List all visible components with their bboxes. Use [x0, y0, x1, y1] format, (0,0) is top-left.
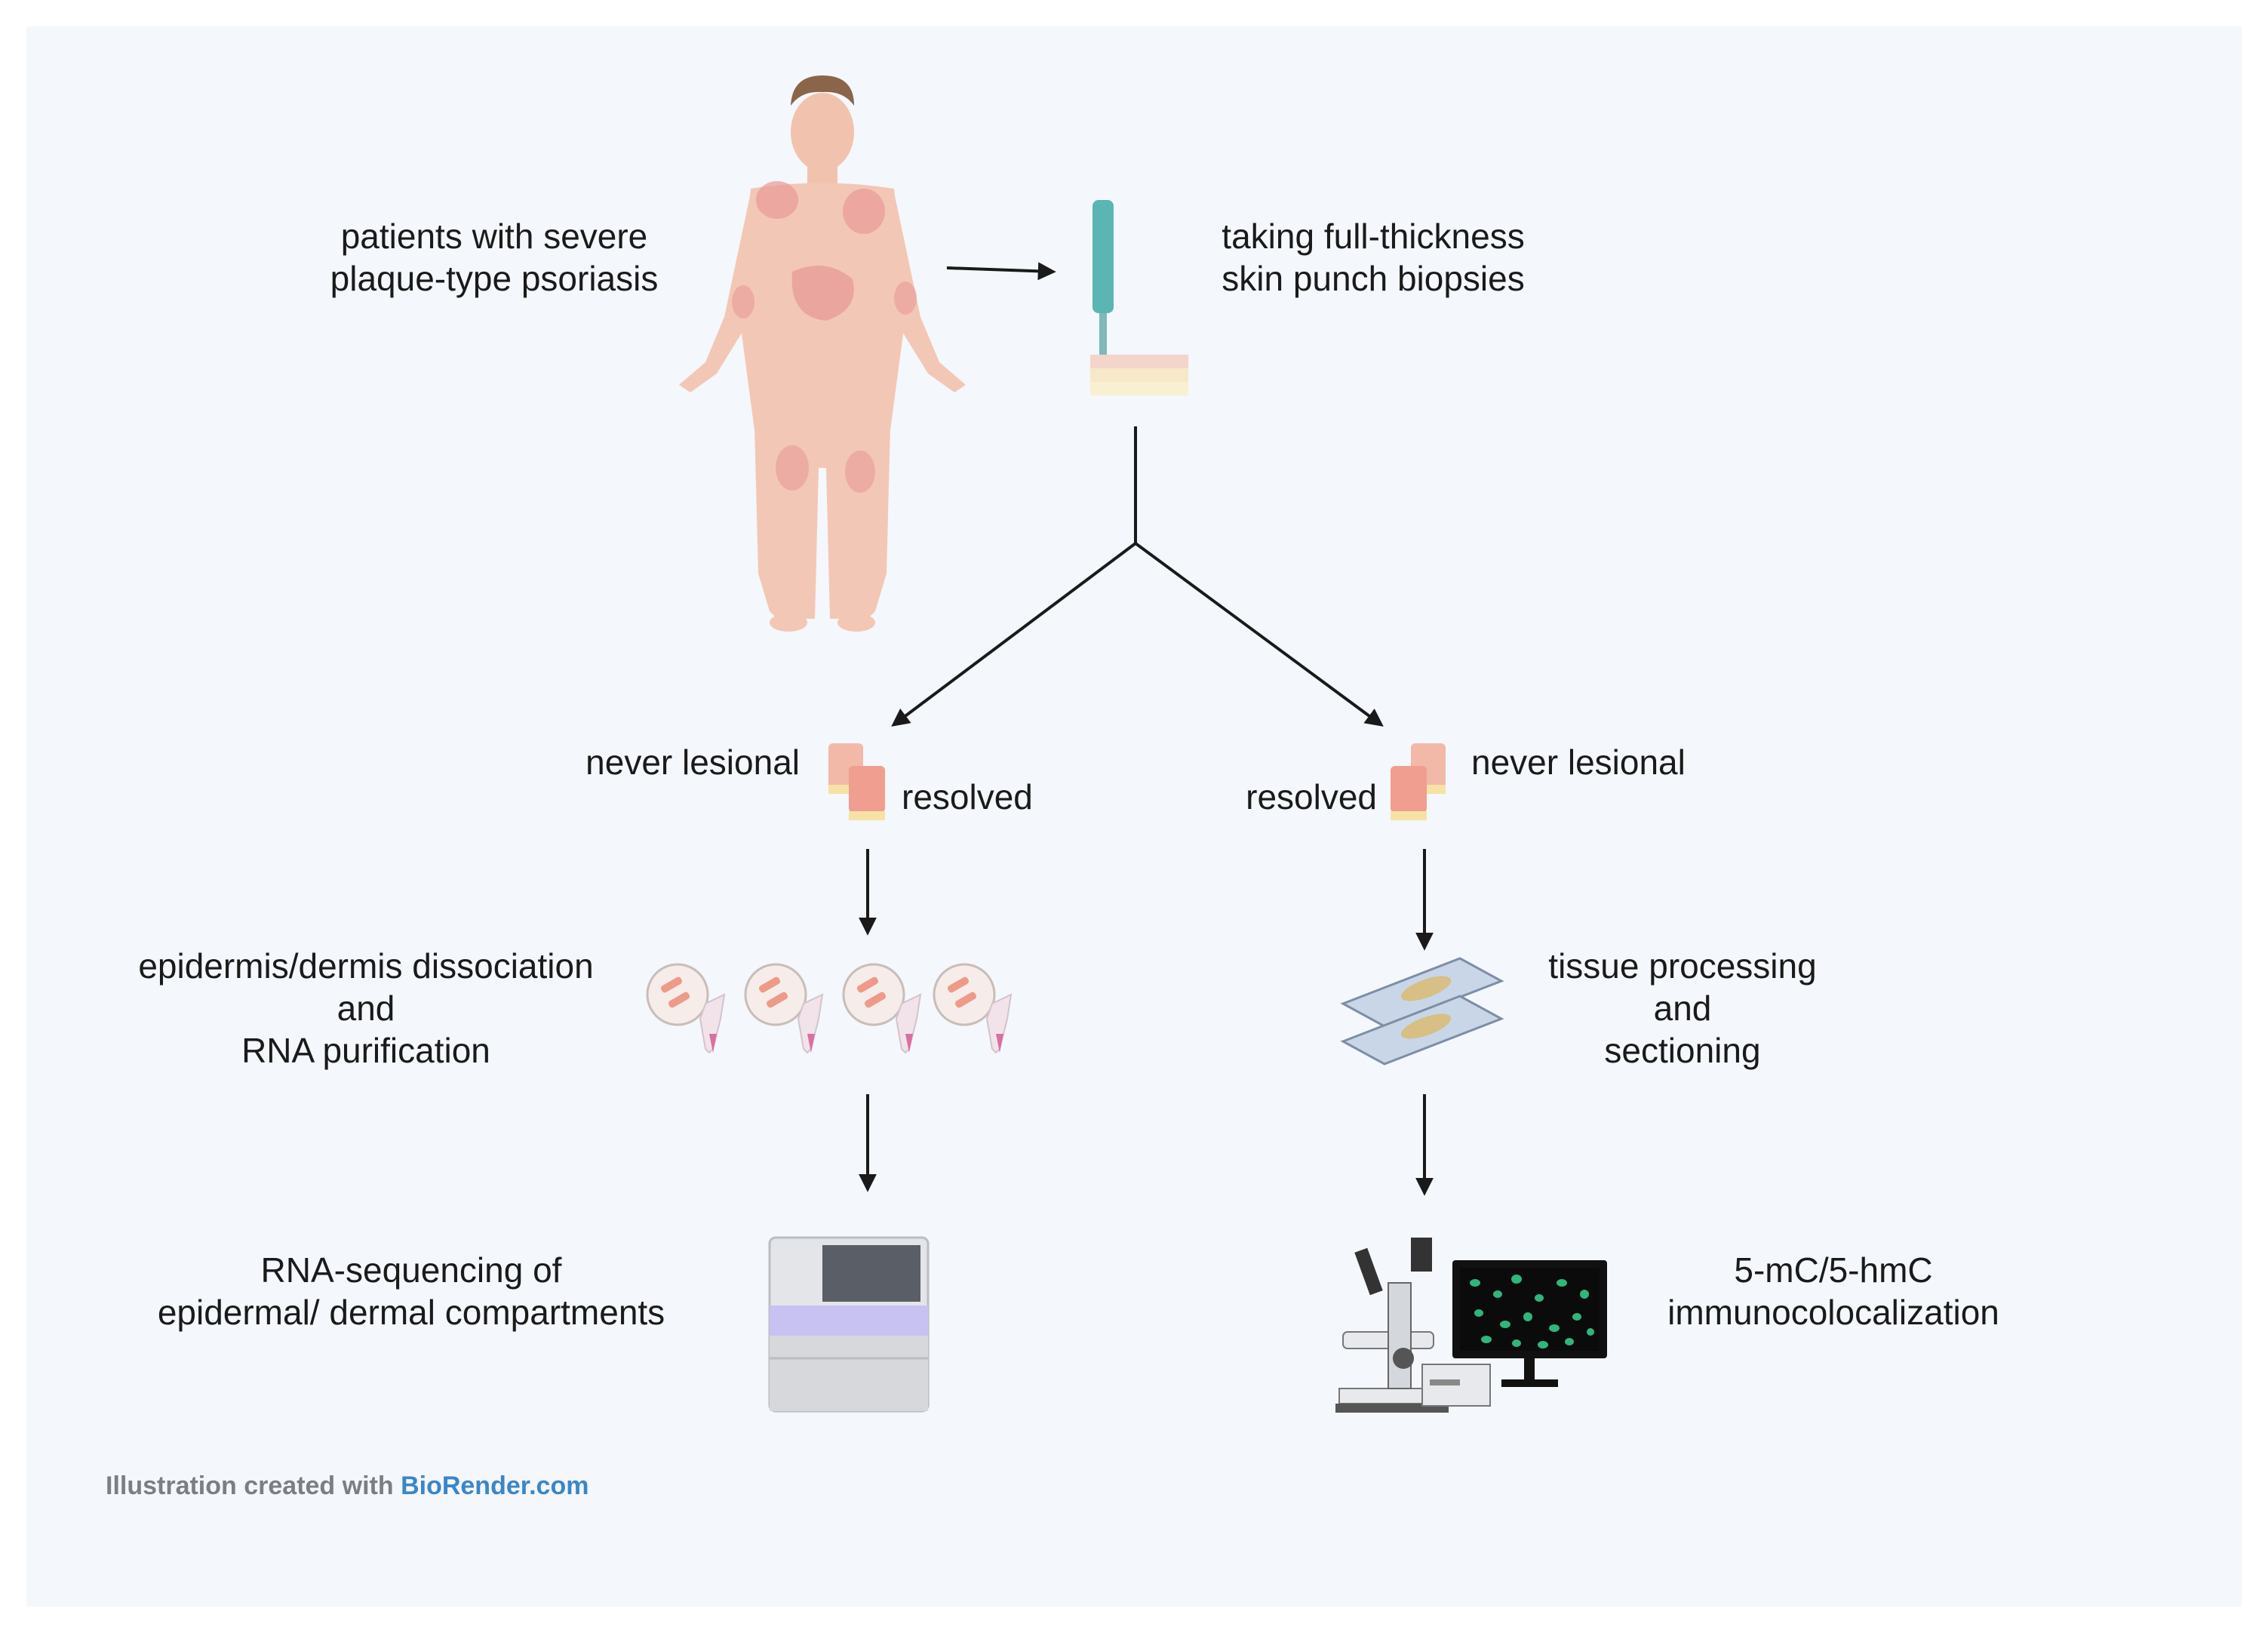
microscope-slides-icon: [1340, 957, 1504, 1066]
immuno-label: 5-mC/5-hmC immunocolocalization: [1630, 1249, 2037, 1333]
biopsy-label-line2: skin punch biopsies: [1222, 259, 1525, 298]
right-never-lesional-label: never lesional: [1471, 743, 1686, 782]
right-tissue-samples-icon: [1391, 743, 1446, 820]
credit-prefix: Illustration created with: [106, 1472, 401, 1500]
dissociation-label-line1: epidermis/dermis dissociation: [138, 946, 594, 986]
dissociation-tubes-icon: [646, 963, 1013, 1054]
rnaseq-label-line2: epidermal/ dermal compartments: [157, 1293, 665, 1332]
biopsy-label: taking full-thickness skin punch biopsie…: [1185, 215, 1562, 300]
tissue-label-line2: and: [1653, 989, 1712, 1028]
biopsy-punch-icon: [1090, 200, 1188, 395]
left-tissue-samples-icon: [828, 743, 885, 820]
immuno-label-line1: 5-mC/5-hmC: [1734, 1250, 1933, 1290]
monitor-icon: [1452, 1260, 1607, 1387]
left-never-lesional-label: never lesional: [585, 743, 800, 782]
patients-label-line2: plaque-type psoriasis: [330, 259, 659, 298]
split-connector: [891, 426, 1384, 727]
human-body-icon: [679, 75, 966, 632]
diagram-background: [26, 26, 2242, 1607]
tissue-label-line1: tissue processing: [1548, 946, 1817, 986]
microscope-icon: [1335, 1238, 1449, 1413]
patients-label-line1: patients with severe: [340, 217, 648, 256]
dissociation-label-line2: and: [337, 989, 395, 1028]
light-source-box-icon: [1421, 1364, 1491, 1407]
dissociation-label: epidermis/dermis dissociation and RNA pu…: [98, 945, 634, 1072]
credit-brand-link[interactable]: BioRender.com: [401, 1472, 589, 1500]
arrow-to-biopsy: [946, 262, 1056, 281]
rna-sequencer-icon: [768, 1236, 930, 1413]
tissue-processing-label: tissue processing and sectioning: [1517, 945, 1849, 1072]
rnaseq-label: RNA-sequencing of epidermal/ dermal comp…: [121, 1249, 702, 1333]
biopsy-label-line1: taking full-thickness: [1222, 217, 1525, 256]
right-resolved-label: resolved: [1246, 777, 1377, 816]
patients-label: patients with severe plaque-type psorias…: [313, 215, 675, 300]
immuno-label-line2: immunocolocalization: [1667, 1293, 1999, 1332]
rnaseq-label-line1: RNA-sequencing of: [260, 1250, 562, 1290]
tissue-label-line3: sectioning: [1604, 1031, 1761, 1070]
left-resolved-label: resolved: [902, 777, 1033, 816]
credit-text: Illustration created with BioRender.com: [106, 1472, 589, 1501]
dissociation-label-line3: RNA purification: [241, 1031, 490, 1070]
